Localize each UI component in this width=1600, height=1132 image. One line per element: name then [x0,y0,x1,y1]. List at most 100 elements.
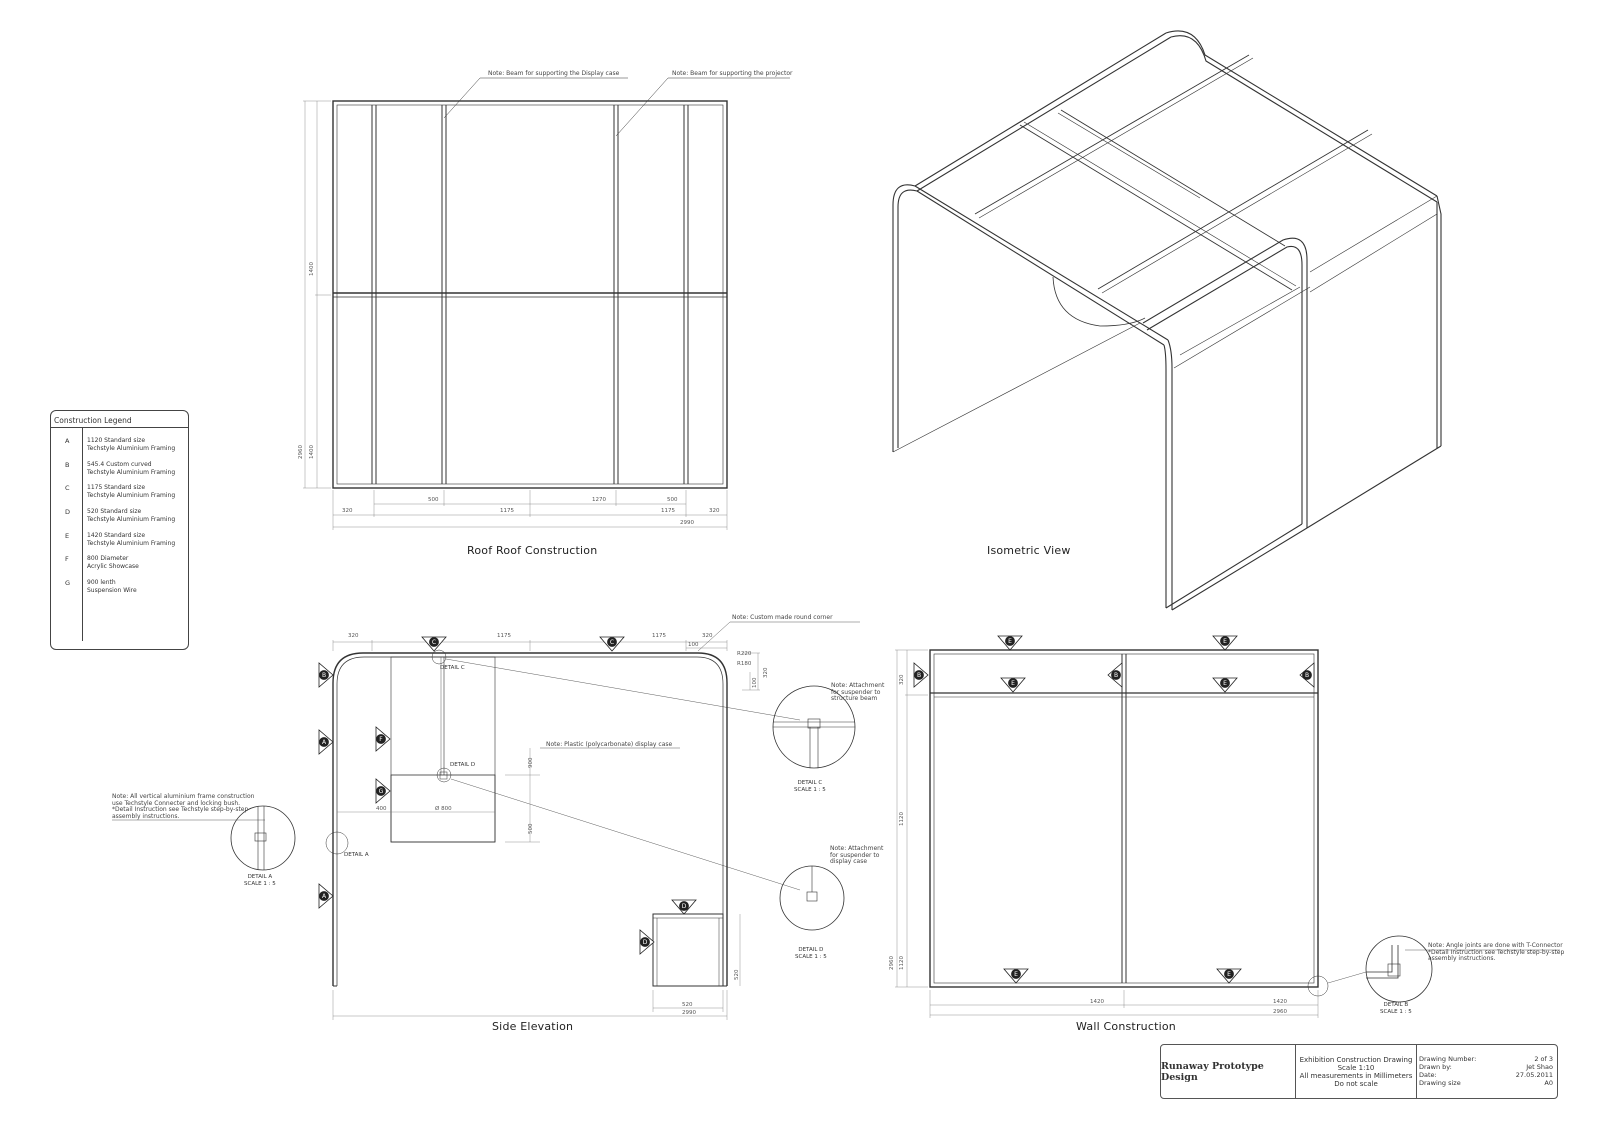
dim-roof-2990: 2990 [680,520,694,526]
info-key: Drawing size [1419,1079,1461,1087]
marker-g: G [375,778,391,804]
legend-title: Construction Legend [54,416,132,425]
drawing-warning: Do not scale [1334,1079,1378,1088]
drawing-scale: Scale 1:10 [1337,1063,1375,1072]
marker-e-3-label: E [1011,680,1015,687]
dim-roof-500a: 500 [428,497,439,503]
marker-d-2-label: D [643,939,648,946]
dim-wall-1120: 1120 [899,812,905,826]
marker-a-2-label: A [322,893,327,900]
side-elevation [112,621,860,1020]
dim-side-100v: 100 [752,677,758,689]
legend-markers: C C B A A F G D D E E E E E E B B B [318,635,1315,984]
note-round-corner: Note: Custom made round corner [732,614,833,621]
dim-side-400: 400 [376,806,387,812]
marker-b-2-label: B [917,672,921,679]
marker-c-1: C [421,636,447,652]
detail-a-label: DETAIL A [247,874,273,880]
legend-item-line2: Techstyle Aluminium Framing [87,539,176,547]
note-angle-3: assembly instructions. [1428,955,1496,962]
isometric-view [892,30,1442,611]
dim-wall-1120b: 1120 [899,956,905,970]
drawing-info: Drawing Number:2 of 3 Drawn by:Jet Shao … [1416,1045,1556,1098]
drawing-title: Exhibition Construction Drawing [1299,1055,1413,1064]
note-display-case: Note: Plastic (polycarbonate) display ca… [546,741,673,748]
marker-b-3: B [1107,662,1123,688]
marker-f: F [375,726,391,752]
marker-e-3: E [1000,677,1026,693]
marker-b-3-label: B [1114,672,1118,679]
dim-side-r220: R220 [737,651,752,657]
marker-a-2: A [318,883,334,909]
note-frame-line-2: use Techstyle Connecter and locking bush… [112,799,241,807]
info-value: 27.05.2011 [1515,1071,1553,1079]
dim-wall-2960: 2960 [1273,1009,1287,1015]
legend-item-key: E [65,532,70,540]
dim-side-1175a: 1175 [497,633,511,639]
wall-construction [895,649,1319,1018]
legend-item-line1: 1175 Standard size [87,484,146,491]
legend-item-line2: Acrylic Showcase [87,562,139,570]
info-key: Drawn by: [1419,1063,1452,1071]
detail-d-label: DETAIL D [798,947,824,953]
dim-side-320b: 320 [702,633,713,639]
marker-e-2-label: E [1223,638,1227,645]
marker-d-1-label: D [682,903,687,910]
marker-d-2: D [639,929,655,955]
legend-item-line1: 520 Standard size [87,508,142,515]
detail-b-label: DETAIL B [1383,1002,1409,1008]
note-att-beam-1: Note: Attachment [831,682,885,689]
legend-item-line1: 800 Diameter [87,555,129,562]
marker-e-2: E [1212,635,1238,651]
dim-side-2990: 2990 [682,1010,696,1016]
marker-e-6-label: E [1227,971,1231,978]
drawing-description: Exhibition Construction Drawing Scale 1:… [1295,1045,1417,1098]
marker-c-1-label: C [432,639,436,646]
note-display-beam: Note: Beam for supporting the Display ca… [488,70,620,77]
dim-side-500: 500 [528,823,534,835]
note-attachment-case: Note: Attachment for suspender to displa… [830,845,883,866]
note-att-case-3: display case [830,858,868,865]
dim-roof-320a: 320 [342,508,353,514]
marker-b-1: B [318,662,334,688]
dim-side-520v: 520 [734,969,740,981]
note-angle-2: *Detail Instruction see Techstyle step-b… [1428,948,1565,956]
marker-b-1-label: B [322,672,326,679]
marker-f-label: F [379,736,383,743]
dim-roof-1270: 1270 [592,497,606,503]
marker-e-4-label: E [1223,680,1227,687]
marker-e-1: E [997,635,1023,651]
marker-b-4: B [1299,662,1315,688]
construction-legend: Construction Legend A 1120 Standard size… [50,410,189,650]
legend-item-line2: Techstyle Aluminium Framing [87,515,176,523]
detail-d-tag: DETAIL D [450,762,476,768]
note-frame-line-1: Note: All vertical aluminium frame const… [112,793,255,800]
iso-view-title: Isometric View [987,544,1071,557]
detail-a-scale: SCALE 1 : 5 [244,880,276,887]
legend-item-key: G [65,579,71,587]
info-row: Drawn by:Jet Shao [1419,1063,1553,1071]
note-angle-joints: Note: Angle joints are done with T-Conne… [1428,942,1565,963]
side-view-title: Side Elevation [492,1020,574,1033]
legend-header-divider [51,427,188,428]
marker-c-2-label: C [610,639,614,646]
dim-side-900: 900 [528,757,534,769]
note-att-case-2: for suspender to [830,851,880,859]
detail-a-tag: DETAIL A [344,852,369,858]
legend-item-line2: Techstyle Aluminium Framing [87,444,176,452]
legend-item-key: C [65,484,70,492]
dim-roof-1400b: 1400 [309,445,315,459]
info-value: 2 of 3 [1534,1055,1553,1063]
dim-side-320a: 320 [348,633,359,639]
dim-side-320v: 320 [763,667,769,679]
dim-roof-1175a: 1175 [500,508,514,514]
